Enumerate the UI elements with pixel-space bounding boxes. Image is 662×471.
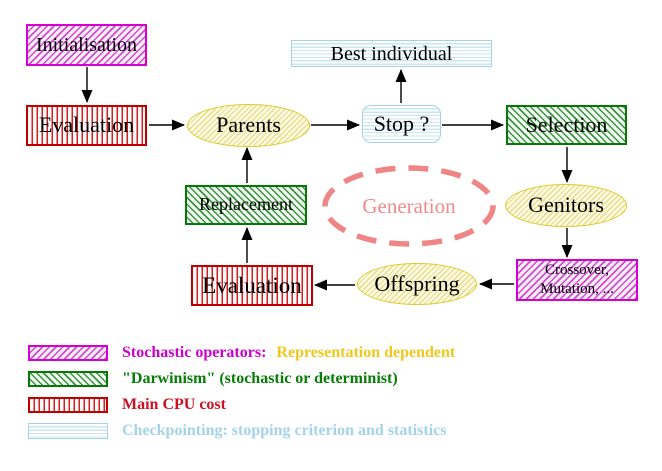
node-initialisation: Initialisation xyxy=(26,24,147,66)
legend-label-representation-dependent: Representation dependent xyxy=(276,344,456,361)
legend-swatch-cyan-horizontal-stripes xyxy=(28,423,108,439)
node-crossover-line2: Mutation, ... xyxy=(540,281,614,297)
node-selection: Selection xyxy=(506,105,627,145)
flow-arrows xyxy=(81,67,573,291)
node-replacement-label: Replacement xyxy=(199,194,293,215)
node-stop-label: Stop ? xyxy=(373,110,430,136)
node-crossover-line1: Crossover, xyxy=(545,262,609,279)
node-generation-label: Generation xyxy=(362,194,456,218)
legend-label-checkpointing: Checkpointing: stopping criterion and st… xyxy=(122,422,447,439)
node-offspring: Offspring xyxy=(357,263,477,305)
node-evaluation-top: Evaluation xyxy=(26,105,147,146)
node-offspring-label: Offspring xyxy=(374,270,460,296)
node-parents: Parents xyxy=(187,104,310,147)
node-replacement: Replacement xyxy=(185,185,307,225)
legend-swatch-green-diagonal-hatch xyxy=(28,371,108,387)
generation-dashed-ellipse xyxy=(322,165,496,247)
legend-item-stochastic-operators: Stochastic operators: Representation dep… xyxy=(28,344,455,362)
node-selection-label: Selection xyxy=(525,111,608,137)
legend-item-checkpointing: Checkpointing: stopping criterion and st… xyxy=(28,422,446,440)
node-stop: Stop ? xyxy=(362,105,441,143)
node-parents-label: Parents xyxy=(216,112,281,138)
node-genitors: Genitors xyxy=(505,184,627,227)
legend-swatch-magenta-diagonal-hatch xyxy=(28,345,108,361)
legend-label-darwinism: "Darwinism" (stochastic or determinist) xyxy=(122,370,398,387)
node-crossover-mutation: Crossover, Mutation, ... xyxy=(516,259,638,301)
node-evaluation-top-label: Evaluation xyxy=(38,112,135,138)
node-evaluation-bottom-label: Evaluation xyxy=(202,272,302,298)
legend-item-main-cpu-cost: Main CPU cost xyxy=(28,396,226,414)
node-evaluation-bottom: Evaluation xyxy=(191,265,313,306)
node-initialisation-label: Initialisation xyxy=(35,34,138,56)
legend-label-main-cpu-cost: Main CPU cost xyxy=(122,396,226,413)
node-best-individual-label: Best individual xyxy=(330,42,453,65)
legend-item-darwinism: "Darwinism" (stochastic or determinist) xyxy=(28,370,398,388)
legend-swatch-red-vertical-stripes xyxy=(28,397,108,413)
node-genitors-label: Genitors xyxy=(528,192,604,218)
legend-label-stochastic-operators: Stochastic operators: xyxy=(122,344,267,361)
node-best-individual: Best individual xyxy=(291,40,492,67)
